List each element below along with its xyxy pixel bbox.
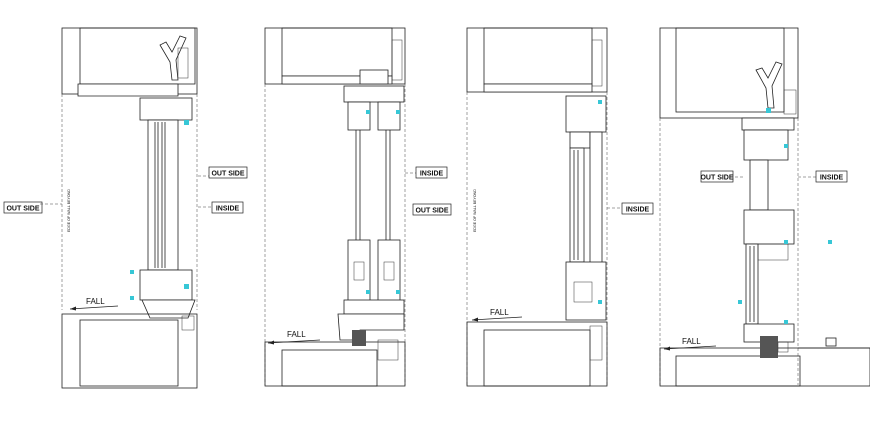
fall-label: FALL [287, 330, 306, 339]
section-1: FALL EDGE OF WALL BEYOND OUT SIDE [3, 27, 198, 389]
outside-label: OUT SIDE [211, 171, 244, 178]
section-2: FALL [264, 27, 406, 387]
fall-label: FALL [86, 297, 105, 306]
section-4: FALL [659, 27, 870, 387]
fall-label: FALL [490, 308, 509, 317]
inside-label: INSIDE [820, 175, 844, 182]
outside-label: OUT SIDE [700, 175, 733, 182]
inside-label: INSIDE [626, 207, 650, 214]
fall-label: FALL [682, 337, 701, 346]
outside-label: OUT SIDE [415, 208, 448, 215]
section-3: FALL EDGE OF WALL BEYOND [466, 27, 608, 387]
outside-label: OUT SIDE [6, 206, 39, 213]
inside-label: INSIDE [420, 171, 444, 178]
edge-of-wall-label: EDGE OF WALL BEYOND [67, 189, 71, 232]
edge-of-wall-label: EDGE OF WALL BEYOND [473, 189, 477, 232]
inside-label: INSIDE [216, 206, 240, 213]
